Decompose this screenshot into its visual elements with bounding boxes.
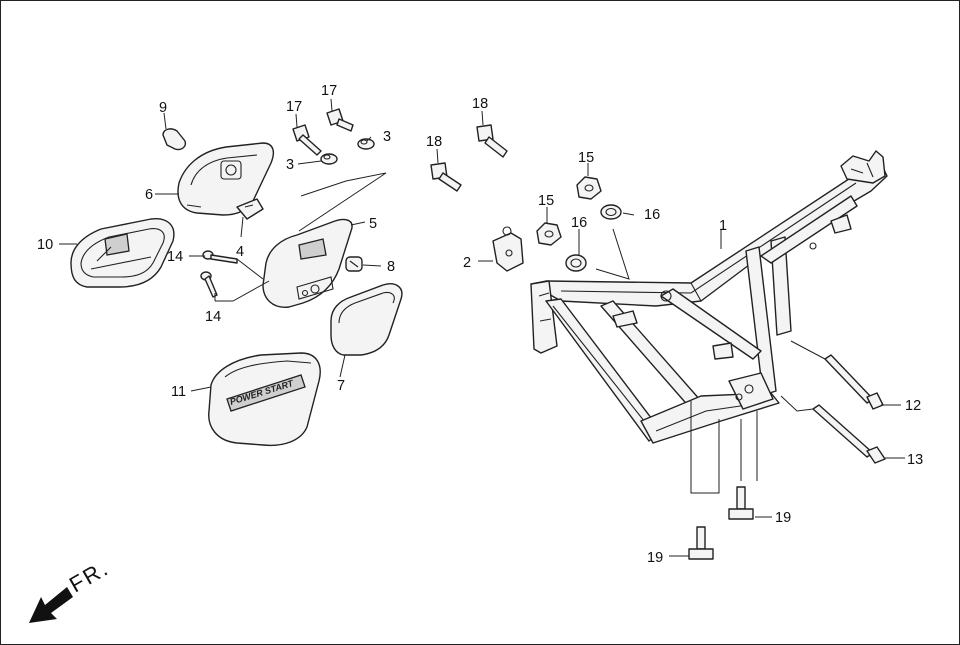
grommet-part-8 (345, 256, 363, 272)
callout-8: 8 (387, 259, 395, 275)
bolt-part-19b (688, 526, 714, 560)
bolt-part-18a (430, 162, 462, 192)
callout-14b: 14 (205, 309, 221, 325)
callout-19b: 19 (647, 550, 663, 566)
callout-16a: 16 (571, 215, 587, 231)
screw-part-14b (200, 271, 218, 298)
right-side-cover (262, 218, 353, 308)
callout-16b: 16 (644, 207, 660, 223)
bolt-part-18b (476, 124, 508, 158)
clip-part-9 (162, 128, 187, 151)
clip-part-4 (236, 198, 264, 220)
callout-12: 12 (905, 398, 921, 414)
leader-lines (59, 98, 905, 557)
grommet-part-3a (320, 153, 338, 165)
callout-14a: 14 (167, 249, 183, 265)
long-bolt-part-12 (824, 354, 884, 410)
callout-15b: 15 (538, 193, 554, 209)
callout-labels: 1 2 3 3 4 5 6 7 8 9 10 11 12 13 14 14 15… (37, 83, 923, 566)
bracket-plate (492, 226, 524, 272)
callout-6: 6 (145, 187, 153, 203)
callout-3b: 3 (383, 129, 391, 145)
front-direction-indicator: FR. (29, 555, 113, 623)
callout-1: 1 (719, 218, 727, 234)
collar-part-16b (565, 254, 587, 272)
callout-19a: 19 (775, 510, 791, 526)
grommet-part-3b (357, 138, 375, 150)
callout-2: 2 (463, 255, 471, 271)
callout-13: 13 (907, 452, 923, 468)
front-direction-label: FR. (65, 555, 113, 597)
callout-15a: 15 (578, 150, 594, 166)
callout-17b: 17 (321, 83, 337, 99)
upper-side-panel (177, 142, 275, 216)
main-frame (530, 150, 888, 444)
callout-7: 7 (337, 378, 345, 394)
callout-11: 11 (171, 384, 186, 400)
cover-pad (330, 283, 403, 356)
screw-part-14a (202, 250, 238, 264)
collar-part-16a (600, 204, 622, 220)
bolt-part-17a (292, 124, 322, 156)
callout-17a: 17 (286, 99, 302, 115)
callout-9: 9 (159, 100, 167, 116)
long-bolt-part-13 (812, 404, 886, 464)
callout-4: 4 (236, 244, 244, 260)
callout-3a: 3 (286, 157, 294, 173)
left-tank-cover (70, 218, 175, 288)
bolt-part-17b (326, 108, 354, 132)
callout-10: 10 (37, 237, 53, 253)
nut-part-15b (536, 222, 562, 246)
bolt-part-19a (728, 486, 754, 520)
callout-18b: 18 (472, 96, 488, 112)
front-arrow-icon (29, 587, 73, 623)
nut-part-15a (576, 176, 602, 200)
callout-18a: 18 (426, 134, 442, 150)
side-cover-decal: POWER START (208, 352, 321, 447)
callout-5: 5 (369, 216, 377, 232)
